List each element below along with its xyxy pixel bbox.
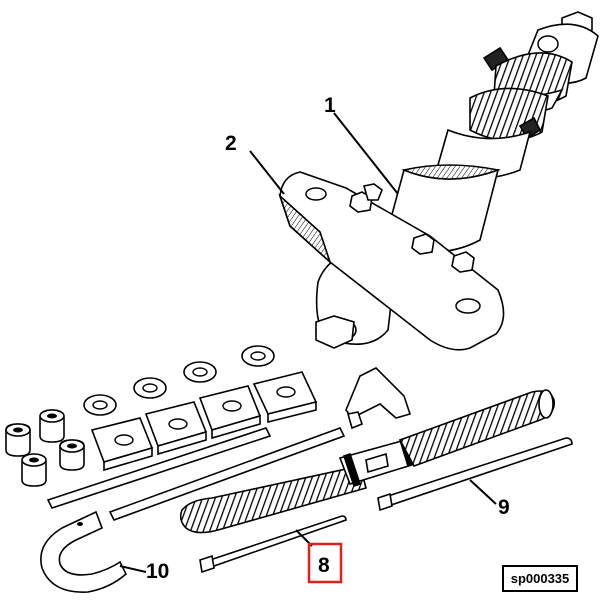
leader-1	[333, 112, 399, 195]
threaded-rod	[179, 389, 556, 534]
flat-washers	[83, 345, 275, 416]
reference-code: sp000335	[511, 571, 570, 586]
hook-10	[40, 510, 127, 593]
callout-10: 10	[146, 560, 169, 583]
leader-9	[469, 479, 497, 505]
callout-2: 2	[225, 132, 237, 155]
alignment-tool	[46, 367, 412, 521]
callout-9: 9	[498, 496, 510, 519]
callout-1: 1	[324, 94, 336, 117]
pin-8	[199, 515, 347, 574]
leader-2	[249, 150, 285, 195]
callout-8-highlight	[307, 542, 343, 584]
spacer-bushings	[5, 409, 85, 487]
reference-box	[502, 565, 578, 592]
callout-8: 8	[318, 554, 330, 577]
pump-assembly	[278, 11, 599, 351]
square-shims	[90, 371, 318, 472]
leader-lines	[119, 112, 497, 573]
leader-10	[119, 565, 147, 573]
pin-9	[377, 437, 573, 512]
